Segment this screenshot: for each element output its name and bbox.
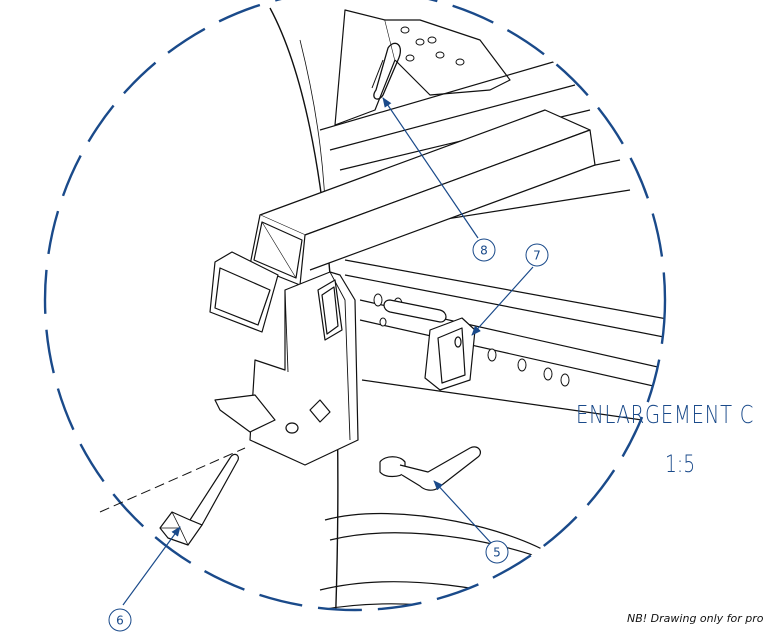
upper-housing bbox=[334, 9, 396, 126]
leader-6 bbox=[122, 526, 181, 606]
split-pin bbox=[373, 42, 402, 100]
balloon-8: 8 bbox=[472, 238, 496, 262]
leader-7 bbox=[471, 266, 534, 336]
balloon-5-number: 5 bbox=[493, 546, 501, 560]
pin-axis-line bbox=[99, 447, 246, 513]
balloon-5: 5 bbox=[485, 540, 509, 564]
detail-circle bbox=[43, 0, 667, 612]
leader-lines bbox=[122, 97, 534, 606]
balloon-6-number: 6 bbox=[116, 614, 124, 628]
leader-8 bbox=[382, 97, 479, 239]
drawing-note: NB! Drawing only for pro bbox=[627, 612, 764, 625]
bolt-holes-upper bbox=[400, 26, 465, 66]
detail-view-parts bbox=[159, 7, 665, 610]
balloon-6: 6 bbox=[108, 608, 132, 632]
pin-6 bbox=[189, 453, 239, 526]
foot-plate bbox=[214, 394, 276, 433]
balloon-7: 7 bbox=[525, 243, 549, 267]
leader-5 bbox=[433, 480, 492, 544]
enlargement-scale: 1:5 bbox=[665, 450, 696, 478]
balloon-7-number: 7 bbox=[533, 249, 541, 263]
enlargement-label: ENLARGEMENT C bbox=[576, 400, 755, 429]
balloon-8-number: 8 bbox=[480, 244, 488, 258]
